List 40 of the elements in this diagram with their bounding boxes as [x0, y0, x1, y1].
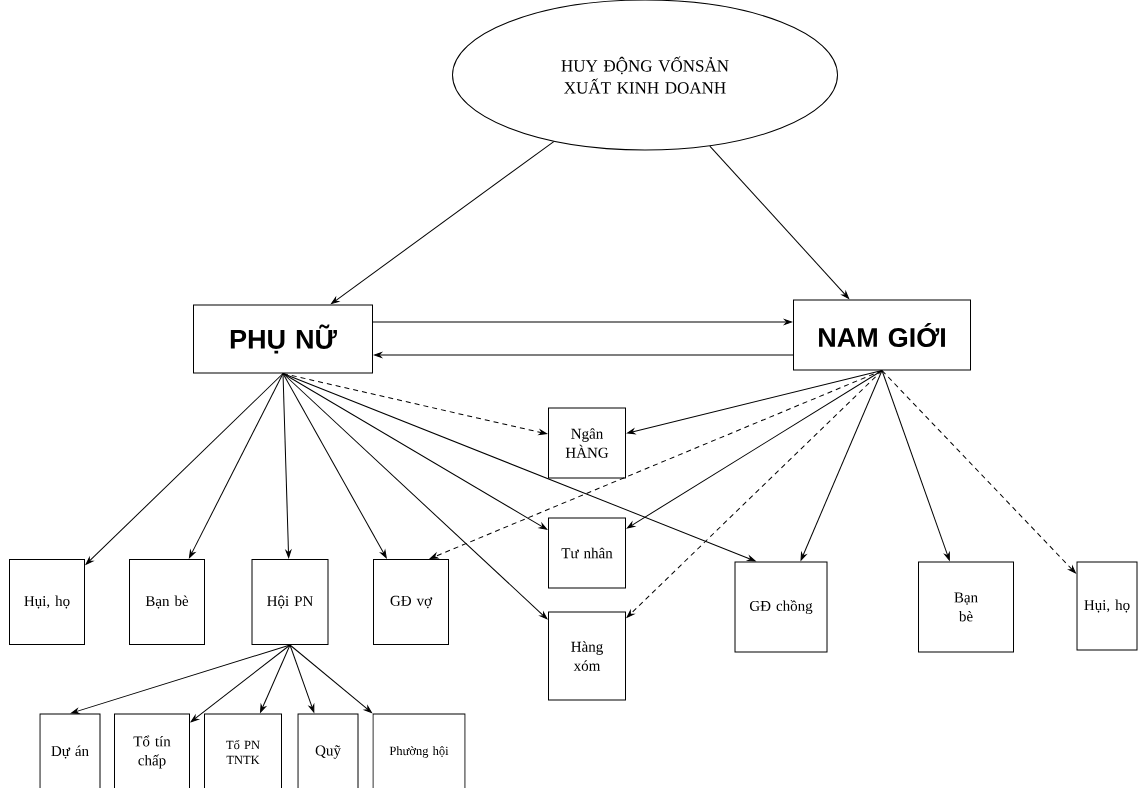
- source-box: Quỹ: [297, 713, 359, 788]
- arrow: [289, 644, 372, 714]
- source-box: Bạn bè: [918, 561, 1014, 653]
- arrow: [626, 370, 883, 618]
- arrow: [881, 370, 950, 561]
- arrow: [188, 373, 284, 559]
- arrow: [429, 370, 883, 559]
- arrow: [627, 370, 883, 435]
- arrow: [881, 370, 1076, 574]
- source-box: Dự án: [39, 713, 101, 788]
- arrow: [190, 644, 291, 723]
- arrow: [282, 373, 756, 562]
- arrow: [626, 370, 883, 529]
- source-box: Ngân HÀNG: [548, 407, 626, 479]
- arrow: [282, 373, 548, 620]
- source-box: NAM GIỚI: [793, 299, 971, 371]
- arrow: [331, 141, 555, 305]
- arrow: [800, 370, 883, 561]
- arrow: [70, 644, 291, 714]
- arrow: [260, 644, 291, 713]
- arrow: [289, 644, 315, 713]
- source-box: Hụi, họ: [9, 559, 85, 645]
- arrow: [85, 373, 284, 565]
- arrow: [282, 373, 387, 559]
- arrow: [282, 373, 292, 558]
- source-box: GĐ vợ: [373, 559, 449, 645]
- source-box: Tư nhân: [548, 517, 626, 589]
- arrow: [282, 373, 548, 436]
- source-box: Hội PN: [251, 559, 329, 645]
- source-box: Hàng xóm: [548, 611, 626, 701]
- arrow: [374, 352, 794, 358]
- arrow: [709, 145, 850, 299]
- source-box: GĐ chồng: [734, 561, 828, 653]
- source-box: Tổ PN TNTK: [204, 713, 282, 788]
- source-box: Bạn bè: [129, 559, 205, 645]
- source-box: Tổ tín chấp: [114, 713, 190, 788]
- source-box: Hụi, họ: [1076, 561, 1138, 651]
- source-box: PHỤ NỮ: [193, 304, 373, 374]
- source-box: Phường hội: [372, 713, 466, 788]
- arrow: [372, 319, 792, 325]
